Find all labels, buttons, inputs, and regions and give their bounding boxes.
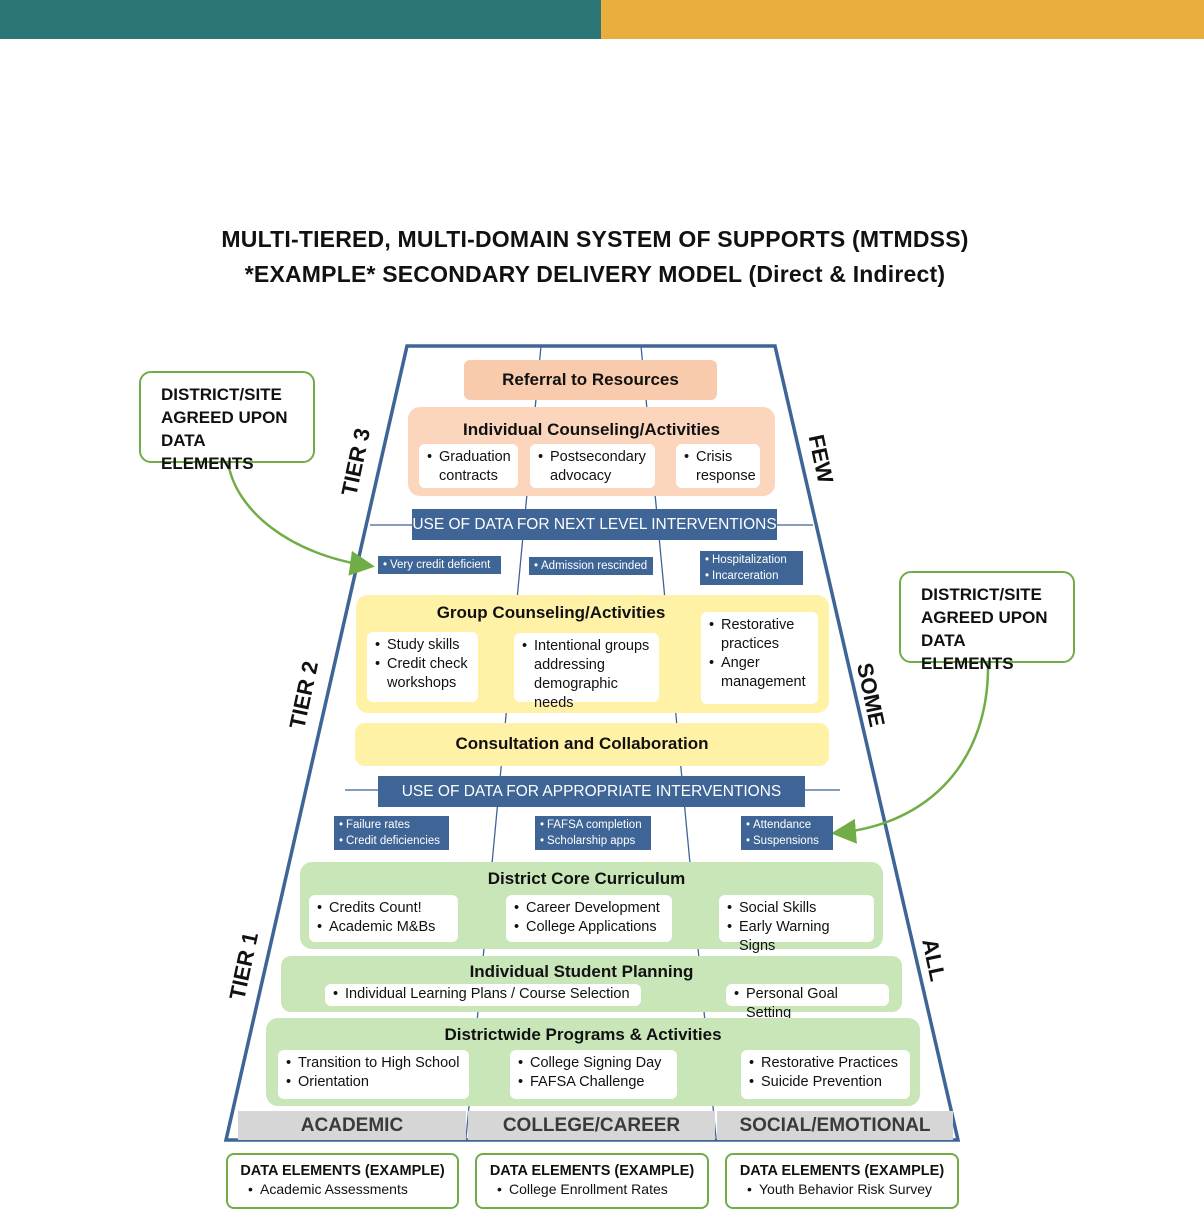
tier2-tag-social: HospitalizationIncarceration xyxy=(700,551,803,585)
consultation-title: Consultation and Collaboration xyxy=(455,734,709,753)
data-element-item: College Enrollment Rates xyxy=(497,1181,707,1197)
right-data-elements-callout: DISTRICT/SITE AGREED UPON DATA ELEMENTS xyxy=(899,571,1075,673)
districtwide-programs-title: Districtwide Programs & Activities xyxy=(444,1025,722,1044)
diagram-title-line2: *EXAMPLE* SECONDARY DELIVERY MODEL (Dire… xyxy=(244,261,946,287)
pyramid-outline xyxy=(223,344,961,1142)
core-col-college: Career DevelopmentCollege Applications xyxy=(506,895,672,942)
programs-col-social: Restorative PracticesSuicide Prevention xyxy=(741,1050,910,1099)
callout-line: AGREED UPON xyxy=(161,408,288,427)
programs-col-academic: Transition to High SchoolOrientation xyxy=(278,1050,469,1099)
header-bar-teal xyxy=(0,0,601,39)
individual-student-planning-box: Individual Student Planning Individual L… xyxy=(281,956,902,1021)
data-element-item: Youth Behavior Risk Survey xyxy=(747,1181,957,1197)
referral-to-resources-box: Referral to Resources xyxy=(464,360,717,400)
tier2-col-social: Restorative practicesAnger management xyxy=(701,612,818,704)
data-element-item: Academic Assessments xyxy=(248,1181,457,1197)
right-callout-arrow xyxy=(831,661,990,844)
student-planning-title: Individual Student Planning xyxy=(469,962,694,981)
programs-col-college: College Signing DayFAFSA Challenge xyxy=(510,1050,677,1099)
tier2-col-academic: Study skillsCredit check workshops xyxy=(367,632,478,702)
data-elements-title: DATA ELEMENTS (EXAMPLE) xyxy=(240,1163,445,1179)
tier2-tag-academic: Very credit deficient xyxy=(378,556,501,574)
callout-line: DISTRICT/SITE xyxy=(161,385,282,404)
referral-title: Referral to Resources xyxy=(502,370,679,389)
core-curriculum-title: District Core Curriculum xyxy=(487,869,686,888)
domain-social-emotional: SOCIAL/EMOTIONAL xyxy=(717,1111,953,1140)
left-callout-arrow xyxy=(226,461,375,576)
tier1-tag-social: AttendanceSuspensions xyxy=(741,816,833,850)
individual-counseling-box: Individual Counseling/Activities Graduat… xyxy=(408,407,775,496)
data-elements-college: DATA ELEMENTS (EXAMPLE) College Enrollme… xyxy=(475,1153,709,1209)
callout-line: DATA ELEMENTS xyxy=(921,631,1014,673)
planning-col-social: Personal Goal Setting xyxy=(726,984,889,1021)
group-counseling-title: Group Counseling/Activities xyxy=(436,603,666,622)
data-elements-title: DATA ELEMENTS (EXAMPLE) xyxy=(489,1163,695,1179)
header-bar-gold xyxy=(601,0,1204,39)
data-elements-social: DATA ELEMENTS (EXAMPLE) Youth Behavior R… xyxy=(725,1153,959,1209)
callout-line: AGREED UPON xyxy=(921,608,1048,627)
consultation-collaboration-box: Consultation and Collaboration xyxy=(355,723,829,766)
callout-line: DISTRICT/SITE xyxy=(921,585,1042,604)
tier1-tag-college: FAFSA completionScholarship apps xyxy=(535,816,651,850)
core-col-social: Social SkillsEarly Warning Signs xyxy=(719,895,874,954)
left-data-elements-callout: DISTRICT/SITE AGREED UPON DATA ELEMENTS xyxy=(139,371,315,473)
data-elements-academic: DATA ELEMENTS (EXAMPLE) Academic Assessm… xyxy=(226,1153,459,1209)
data-band-appropriate: USE OF DATA FOR APPROPRIATE INTERVENTION… xyxy=(378,776,805,807)
individual-counseling-title: Individual Counseling/Activities xyxy=(463,420,720,439)
domain-academic: ACADEMIC xyxy=(238,1111,466,1140)
core-col-academic: Credits Count!Academic M&Bs xyxy=(309,895,458,942)
data-elements-title: DATA ELEMENTS (EXAMPLE) xyxy=(739,1163,945,1179)
districtwide-programs-box: Districtwide Programs & Activities Trans… xyxy=(266,1018,920,1106)
data-band-next-level: USE OF DATA FOR NEXT LEVEL INTERVENTIONS xyxy=(412,509,777,540)
district-core-curriculum-box: District Core Curriculum Credits Count!A… xyxy=(300,862,883,954)
tier2-col-college: Intentional groups addressing demographi… xyxy=(514,633,659,711)
diagram-title-line1: MULTI-TIERED, MULTI-DOMAIN SYSTEM OF SUP… xyxy=(221,226,969,252)
tier2-tag-college: Admission rescinded xyxy=(529,557,653,575)
planning-col-academic: Individual Learning Plans / Course Selec… xyxy=(325,984,641,1006)
group-counseling-box: Group Counseling/Activities Study skills… xyxy=(356,595,829,713)
domain-college-career: COLLEGE/CAREER xyxy=(468,1111,715,1140)
tier1-tag-academic: Failure ratesCredit deficiencies xyxy=(334,816,449,850)
callout-line: DATA ELEMENTS xyxy=(161,431,254,473)
